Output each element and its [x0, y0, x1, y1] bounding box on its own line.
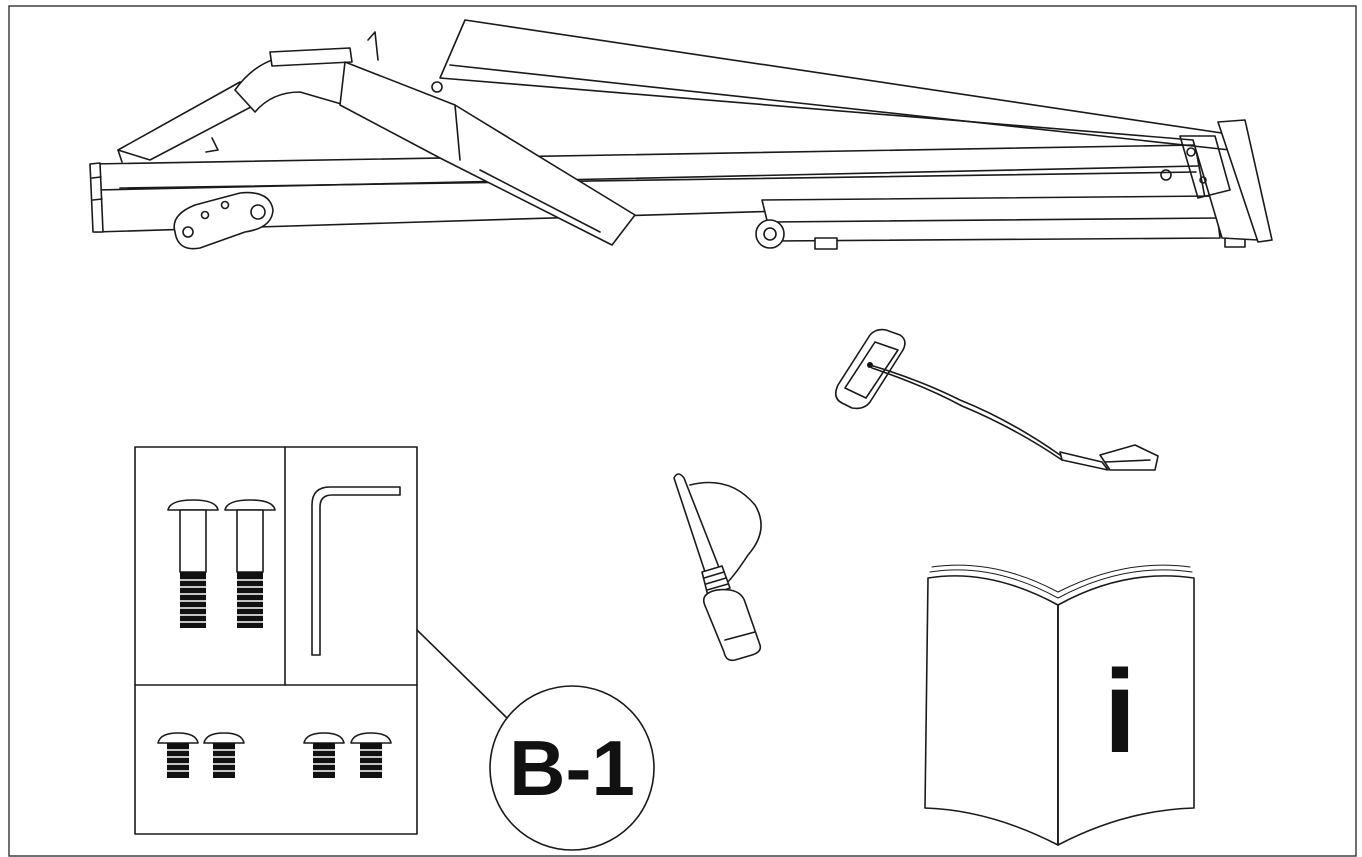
- folded-treadmill-icon: [89, 19, 1273, 250]
- page-frame: [8, 5, 1357, 857]
- hardware-kit-box: [134, 446, 418, 835]
- allen-key-icon: [311, 486, 401, 656]
- kit-callout-line: [416, 629, 508, 719]
- kit-label: B-1: [509, 724, 635, 812]
- safety-key-clip-icon: [834, 328, 1159, 471]
- short-bolt-icon: [157, 732, 199, 778]
- short-bolt-icon: [203, 732, 245, 778]
- long-bolt-icon: [167, 499, 219, 628]
- short-bolt-icon: [350, 732, 392, 778]
- long-bolt-icon: [224, 499, 276, 628]
- short-bolt-icon: [303, 732, 345, 778]
- open-book-icon: i: [924, 564, 1195, 846]
- lubricant-bottle-icon: [673, 473, 762, 662]
- manual-info-symbol: i: [1104, 646, 1137, 778]
- kit-callout-circle: [489, 685, 655, 851]
